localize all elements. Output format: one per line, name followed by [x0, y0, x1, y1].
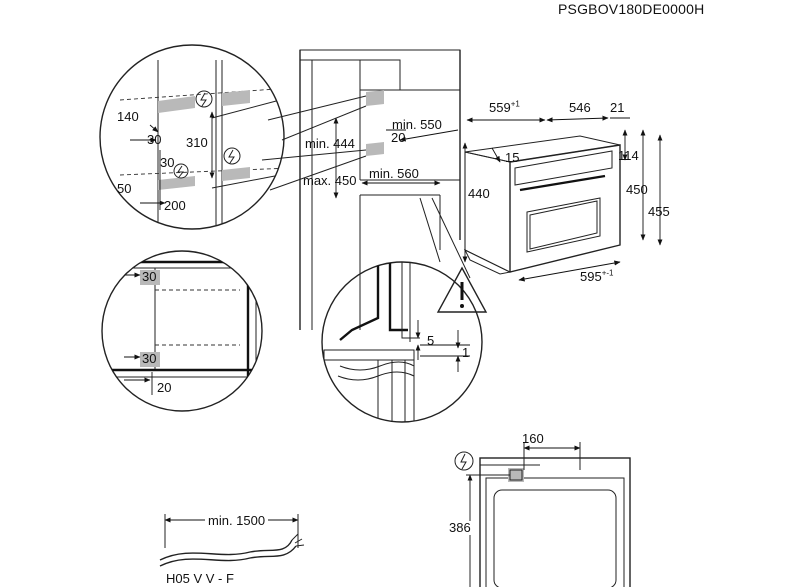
electric-plug-icon — [223, 147, 241, 165]
dim-546: 546 — [569, 100, 591, 115]
bottom-gap-area — [140, 352, 160, 367]
dim-max-450: max. 450 — [303, 173, 357, 188]
cable-length: min. 1500 — [205, 514, 269, 528]
oven-unit — [462, 115, 663, 282]
dim-160: 160 — [522, 431, 544, 446]
cable-type: H05 V V - F — [166, 571, 234, 586]
dim-min-444: min. 444 — [305, 136, 355, 151]
electric-plug-icon — [195, 90, 213, 108]
dim-min-560: min. 560 — [369, 166, 419, 181]
power-connection-area — [508, 468, 524, 482]
dim-21: 21 — [610, 100, 625, 115]
dim-50: 50 — [117, 181, 132, 196]
dim-20-side: 20 — [157, 380, 172, 395]
dim-310: 310 — [186, 135, 208, 150]
electric-plug-icon — [454, 451, 474, 471]
fixing-detail-circle — [321, 261, 488, 423]
dim-140: 140 — [117, 109, 139, 124]
dim-455: 455 — [648, 204, 670, 219]
dim-30-side-bottom: 30 — [142, 351, 157, 366]
dim-440: 440 — [468, 186, 490, 201]
dim-450-oven: 450 — [626, 182, 648, 197]
dim-386: 386 — [449, 520, 471, 535]
dim-1: 1 — [462, 345, 470, 360]
dim-20-cabinet: 20 — [391, 130, 406, 145]
electric-plug-icon — [173, 163, 189, 179]
side-section-detail-circle — [101, 250, 263, 412]
top-vent-area — [158, 96, 195, 113]
dim-559: 559+1 — [489, 99, 520, 115]
dim-30-top: 30 — [147, 132, 162, 147]
cabinet-top-vent — [366, 90, 384, 106]
detail-leader-lines — [261, 95, 471, 279]
bottom-vent-area — [158, 176, 195, 190]
top-vent-rear — [222, 90, 250, 106]
ventilation-detail-circle — [99, 44, 285, 230]
back-view — [454, 442, 631, 587]
warning-triangle-icon — [436, 266, 488, 313]
oven-handle — [519, 174, 606, 192]
dim-15: 15 — [505, 150, 520, 165]
top-gap-area — [140, 270, 160, 285]
product-code: PSGBOV180DE0000H — [558, 1, 705, 17]
oven-window — [526, 197, 601, 253]
dim-200: 200 — [164, 198, 186, 213]
dim-min-550: min. 550 — [392, 117, 442, 132]
dim-114: 114 — [618, 148, 639, 163]
dim-30-bottom: 30 — [160, 155, 175, 170]
dim-5: 5 — [427, 333, 435, 348]
cabinet-bottom-vent — [366, 142, 384, 156]
bottom-vent-rear — [222, 167, 250, 181]
dim-595: 595+-1 — [580, 268, 614, 284]
dim-30-side-top: 30 — [142, 269, 157, 284]
kitchen-cabinet — [299, 49, 461, 330]
